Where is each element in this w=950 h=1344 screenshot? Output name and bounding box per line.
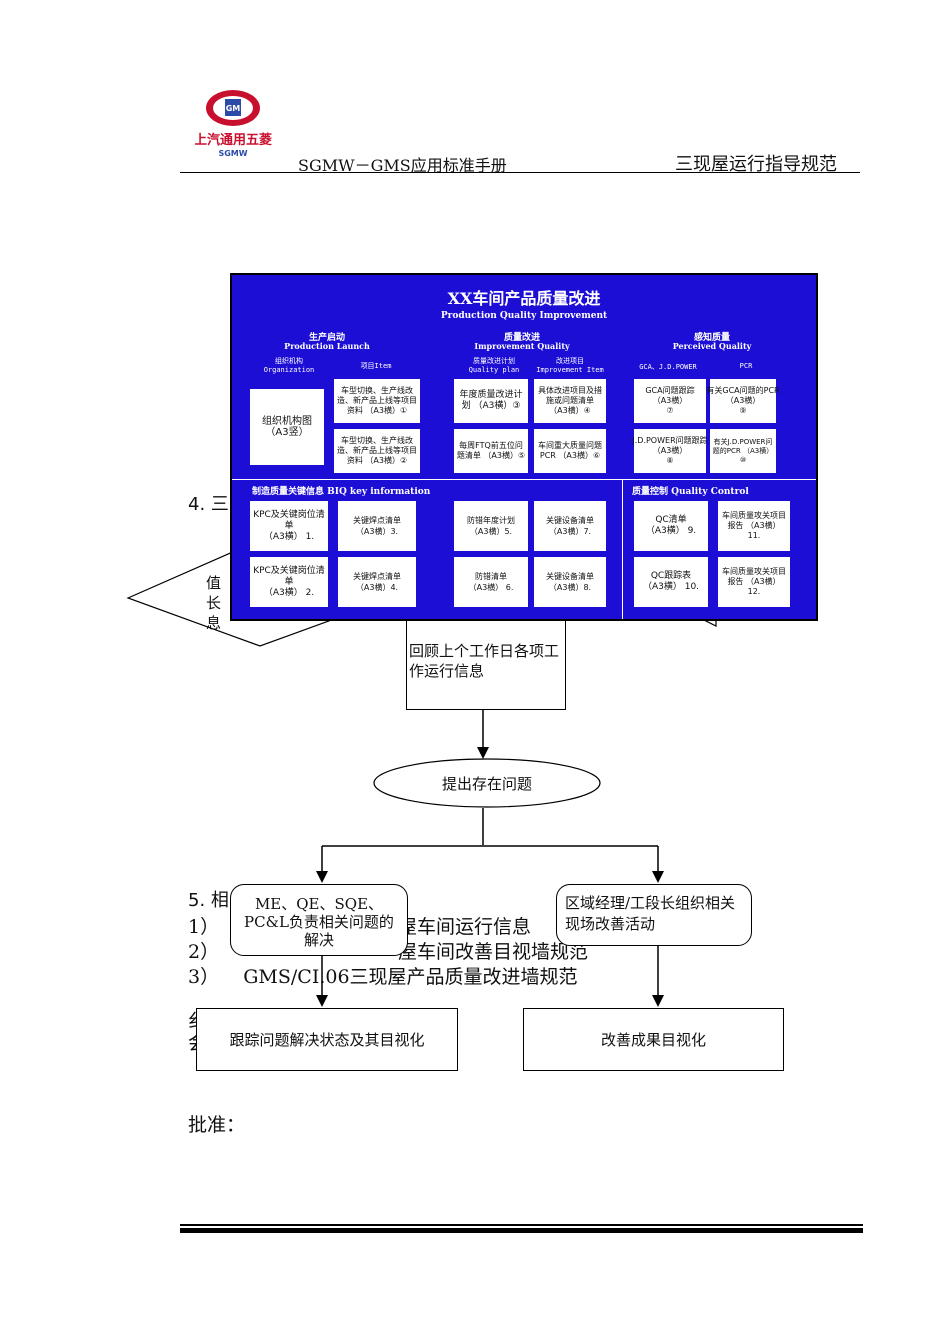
document-title: 三现屋运行指导规范 (675, 154, 837, 175)
item-2-text: 屋车间改善目视墙规范 (398, 941, 589, 963)
col3-heading-en: Perceived Quality (672, 341, 752, 351)
sub-item: 项目Item (360, 362, 392, 370)
sub-quality-plan: 质量改进计划 Quality plan (468, 357, 520, 374)
card-launch-2: 车型切换、生产线改造、新产品上线等项目资料 （A3横）② (334, 429, 420, 473)
quality-improvement-board: XX车间产品质量改进 Production Quality Improvemen… (230, 273, 818, 621)
card-qc-9: QC清单 （A3横） 9. (634, 501, 708, 551)
card-qc-11: 车间质量攻关项目报告 （A3横） 11. (718, 501, 790, 551)
track-step: 跟踪问题解决状态及其目视化 (196, 1008, 458, 1071)
card-plan-2: 每周FTQ前五位问题清单 （A3横）⑤ (454, 429, 528, 473)
right-owner-step: 区域经理/工段长组织相关现场改善活动 (556, 884, 752, 946)
manual-title: SGMW－GMS应用标准手册 (298, 156, 507, 175)
card-gca-1: GCA问题跟踪 （A3横） ⑦ (634, 379, 706, 423)
board-subtitle: Production Quality Improvement (440, 311, 608, 321)
card-launch-1: 车型切换、生产线改造、新产品上线等项目资料 （A3横）① (334, 379, 420, 423)
col2-heading-en: Improvement Quality (474, 341, 570, 351)
board-title: XX车间产品质量改进 (447, 289, 601, 308)
sub-gca: GCA、J.D.POWER (639, 363, 697, 371)
col2-heading-cn: 质量改进 (503, 333, 540, 343)
issues-step: 提出存在问题 (441, 775, 532, 793)
sub-improvement-item: 改进项目 Improvement Item (536, 357, 604, 374)
col1-heading-en: Production Launch (284, 341, 370, 351)
diamond-text: 值 长 息 (206, 574, 222, 632)
card-plan-1: 年度质量改进计划 （A3横）③ (454, 379, 528, 423)
card-pcr-2: 有关J.D.POWER问题的PCR （A3横）⑩ (710, 429, 776, 473)
result-step: 改善成果目视化 (523, 1008, 784, 1071)
board-divider (232, 479, 816, 480)
card-biq-1: KPC及关键岗位清单 （A3横） 1. (250, 501, 328, 551)
card-biq-7: 关键设备清单 （A3横）7. (534, 501, 606, 551)
review-step: 回顾上个工作日各项工作运行信息 (406, 620, 566, 710)
card-organization-chart: 组织机构图 （A3竖） (250, 389, 324, 465)
card-biq-4: 关键焊点清单 （A3横）4. (338, 557, 416, 607)
svg-text:SGMW: SGMW (218, 149, 247, 158)
issues-ellipse (373, 758, 601, 808)
item-3-text: 3） GMS/CI.06三现屋产品质量改进墙规范 (188, 966, 578, 988)
qc-heading: 质量控制 Quality Control (632, 487, 749, 497)
card-qc-12: 车间质量攻关项目报告 （A3横） 12. (718, 557, 790, 607)
section-5-heading: 5. 相 (188, 890, 229, 911)
col3-heading-cn: 感知质量 (693, 333, 730, 343)
svg-text:GM: GM (226, 104, 241, 113)
card-improvement-2: 车间重大质量问题PCR （A3横）⑥ (534, 429, 606, 473)
sub-pcr: PCR (739, 362, 753, 370)
card-improvement-1: 具体改进项目及措施或问题清单 （A3横）④ (534, 379, 606, 423)
svg-text:上汽通用五菱: 上汽通用五菱 (195, 132, 272, 148)
item-2-number: 2） (188, 941, 220, 963)
item-1-number: 1） (188, 916, 220, 938)
item-1-text: 屋车间运行信息 (398, 916, 532, 938)
biq-heading: 制造质量关键信息 BIQ key information (252, 487, 431, 497)
card-biq-3: 关键焊点清单 （A3横）3. (338, 501, 416, 551)
card-pcr-1: 有关GCA问题的PCR （A3横） ⑨ (706, 379, 780, 423)
card-biq-5: 防错年度计划 （A3横）5. (454, 501, 528, 551)
board-vertical-divider (622, 479, 623, 619)
sgmw-logo: GM 上汽通用五菱 SGMW (194, 88, 277, 160)
card-biq-6: 防错清单 （A3横） 6. (454, 557, 528, 607)
left-owner-step: ME、QE、SQE、PC&L负责相关问题的解决 (230, 884, 408, 956)
col1-heading-cn: 生产启动 (308, 333, 345, 343)
approval-label: 批准： (188, 1114, 246, 1136)
footer-rule-thick (180, 1228, 863, 1233)
card-biq-8: 关键设备清单 （A3横）8. (534, 557, 606, 607)
header-rule (180, 172, 860, 173)
card-qc-10: QC跟踪表 （A3横） 10. (634, 557, 708, 607)
sub-organization: 组织机构 Organization (263, 357, 315, 374)
card-biq-2: KPC及关键岗位清单 （A3横） 2. (250, 557, 328, 607)
card-gca-2: J.D.POWER问题跟踪 （A3横） ⑧ (632, 429, 708, 473)
section-4-heading: 4. 三 (188, 494, 229, 515)
footer-rule-thin (180, 1224, 863, 1226)
